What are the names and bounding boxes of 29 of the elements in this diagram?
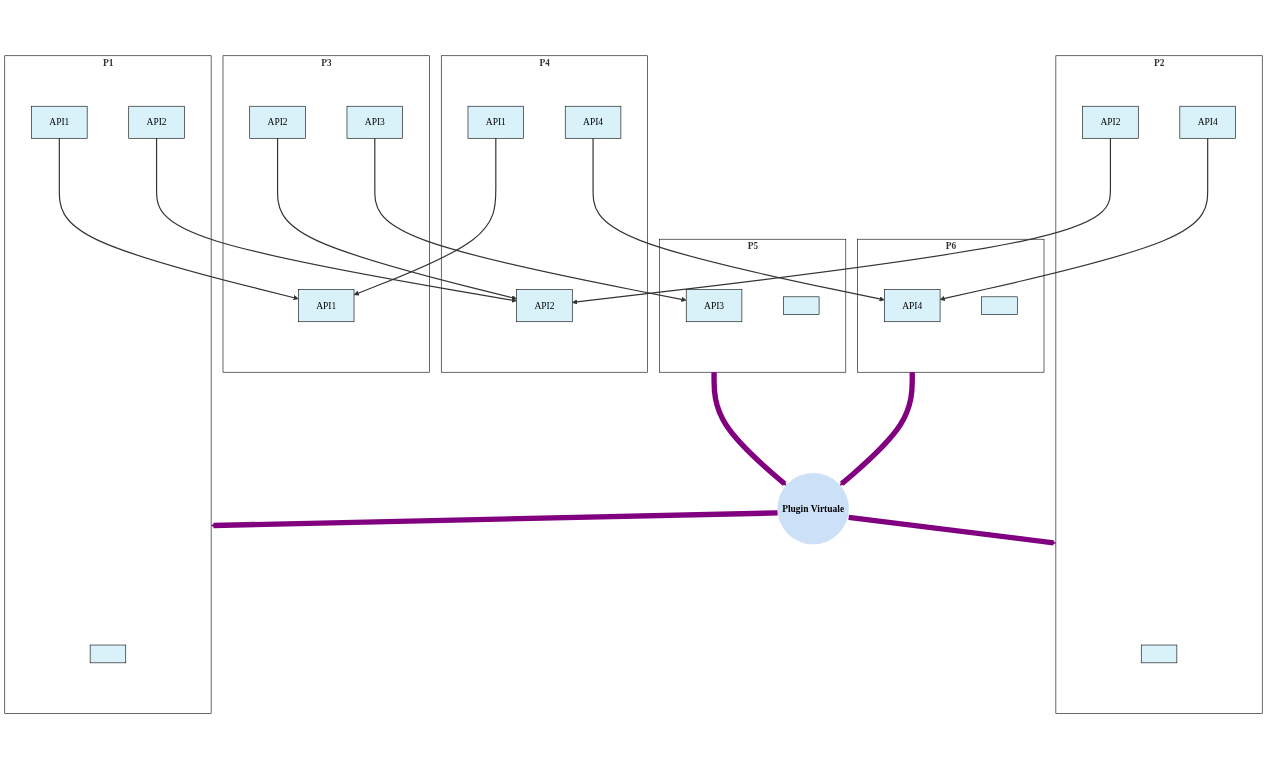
arrow (939, 137, 1209, 301)
node-box (783, 296, 820, 315)
arrow (155, 137, 517, 303)
node-box: API4 (1179, 105, 1236, 139)
node-box: API4 (564, 105, 622, 139)
arrow (572, 137, 1112, 305)
node-box: API1 (467, 105, 524, 139)
arrow (58, 137, 299, 301)
node-box: API4 (884, 289, 941, 322)
node-box: API1 (31, 105, 88, 139)
arrow (848, 514, 1057, 546)
arrow (210, 510, 778, 529)
arrow (711, 372, 787, 486)
arrow (592, 137, 885, 302)
node-box: API1 (298, 289, 355, 322)
node-box: API3 (685, 289, 743, 322)
node-box: API2 (249, 105, 306, 139)
node-box: API2 (1082, 105, 1139, 139)
arrow (374, 137, 687, 302)
arrow (353, 137, 497, 296)
node-box (1140, 644, 1178, 664)
node-box: API3 (346, 105, 403, 139)
node-box (89, 644, 127, 664)
node-box: API2 (128, 105, 185, 139)
arrow (276, 137, 517, 301)
node-box: API2 (516, 289, 573, 322)
node-box (981, 296, 1018, 315)
arrow (839, 372, 915, 486)
node-circle: Plugin Virtuale (777, 472, 849, 545)
